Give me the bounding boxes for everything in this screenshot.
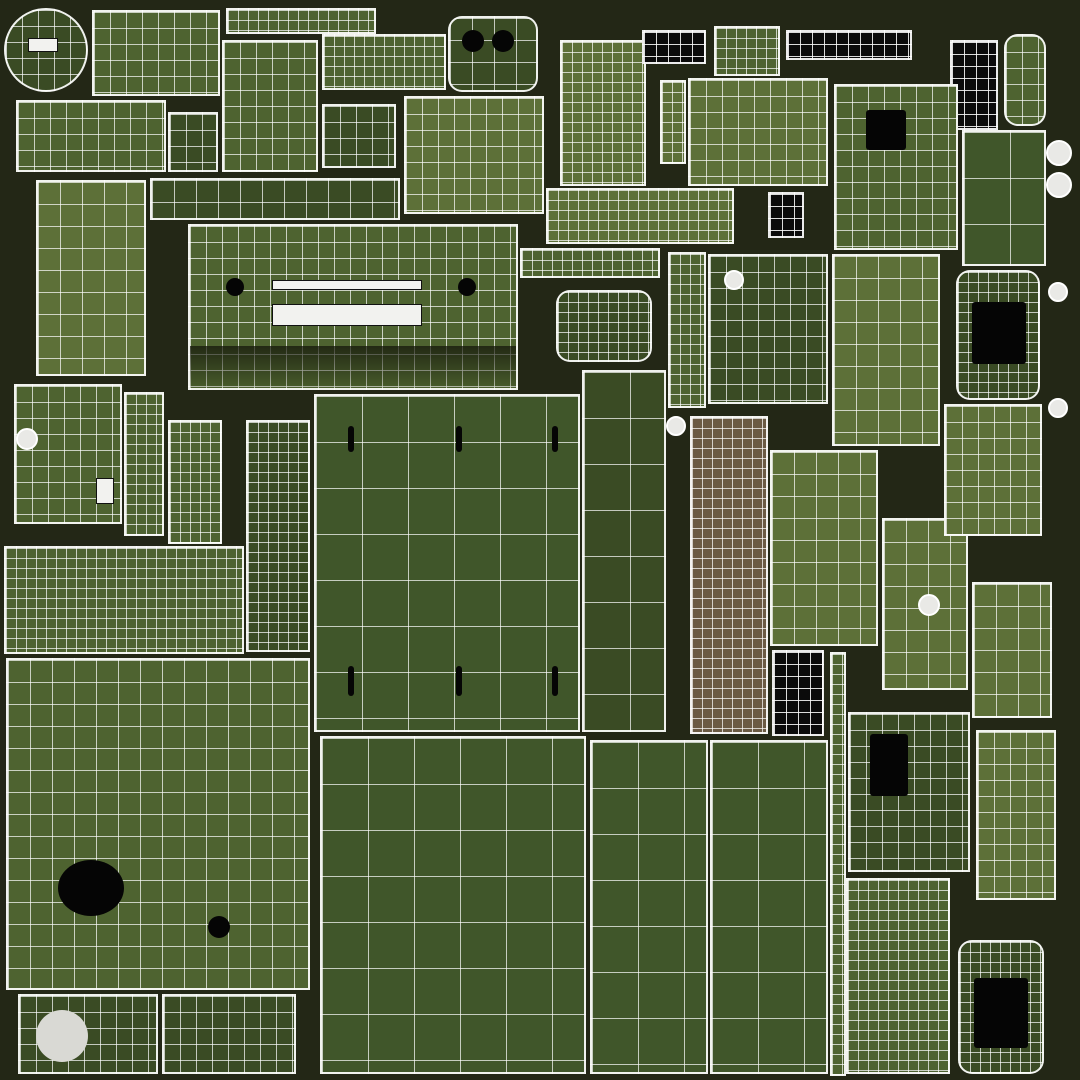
uv-detail-dot (1046, 140, 1072, 166)
uv-island-left-column (36, 180, 146, 376)
uv-island-top-panel-d (714, 26, 780, 76)
uv-island-gauge-bottom (18, 994, 158, 1074)
uv-island-floor-panel (314, 394, 580, 732)
uv-detail-dot (16, 428, 38, 450)
uv-island-front-grille (188, 224, 518, 390)
uv-island-side-door (832, 254, 940, 446)
uv-island-side-strip (150, 178, 400, 220)
uv-island-grid-blocks (642, 30, 706, 64)
uv-island-side-panel-a (16, 100, 166, 172)
uv-island-rear-glass (772, 650, 824, 736)
uv-island-round-gauge (4, 8, 88, 92)
uv-island-dashboard (556, 290, 652, 362)
uv-island-seat-detail (168, 112, 218, 172)
uv-island-lamp-strip (520, 248, 660, 278)
uv-island-floor-bottom (320, 736, 586, 1074)
uv-island-right-corner (1004, 34, 1046, 126)
uv-island-hood-top (688, 78, 828, 186)
uv-island-trapezoid-grille (560, 40, 646, 186)
uv-island-rear-lamp (14, 384, 122, 524)
uv-island-mid-strip-b (168, 420, 222, 544)
uv-detail-dot (666, 416, 686, 436)
uv-island-tail-panel (660, 80, 686, 164)
uv-island-window-right (956, 270, 1040, 400)
uv-island-top-panel-b (222, 40, 318, 172)
uv-island-window-frame (448, 16, 538, 92)
uv-island-lamp-right (958, 940, 1044, 1074)
uv-island-right-tall (962, 130, 1046, 266)
uv-island-far-right (972, 582, 1052, 718)
uv-island-grid-blocks-b (786, 30, 912, 60)
uv-island-vent (768, 192, 804, 238)
uv-island-bottom-strip (830, 652, 846, 1076)
uv-detail-dot (1048, 282, 1068, 302)
uv-island-body-side (6, 658, 310, 990)
uv-island-top-panel-c (322, 34, 446, 90)
uv-island-tailgate (4, 546, 244, 654)
uv-island-floor-side (582, 370, 666, 732)
uv-island-mirror (708, 254, 828, 404)
uv-detail-dot (918, 594, 940, 616)
uv-detail-dot (724, 270, 744, 290)
uv-island-wheel-hub (322, 104, 396, 168)
uv-island-rear-door (770, 450, 878, 646)
uv-island-window-panel (848, 712, 970, 872)
uv-island-rail-panel (690, 416, 768, 734)
uv-island-hood-strip (546, 188, 734, 244)
uv-island-corner-right (976, 730, 1056, 900)
uv-island-fender-right (944, 404, 1042, 536)
uv-island-bottom-right (846, 878, 950, 1074)
uv-detail-dot (1046, 172, 1072, 198)
uv-island-floor-bottom-b (590, 740, 708, 1074)
uv-island-top-panel-a (92, 10, 220, 96)
uv-island-top-strip (226, 8, 376, 34)
uv-detail-dot (1048, 398, 1068, 418)
uv-island-control-bottom (162, 994, 296, 1074)
uv-island-door-frame (834, 84, 958, 250)
uv-island-pillar (246, 420, 310, 652)
uv-island-floor-bottom-c (710, 740, 828, 1074)
uv-island-column-b (668, 252, 706, 408)
uv-island-cab-roof (404, 96, 544, 214)
uv-island-mid-strip (124, 392, 164, 536)
uv-island-dark-panel (950, 40, 998, 130)
